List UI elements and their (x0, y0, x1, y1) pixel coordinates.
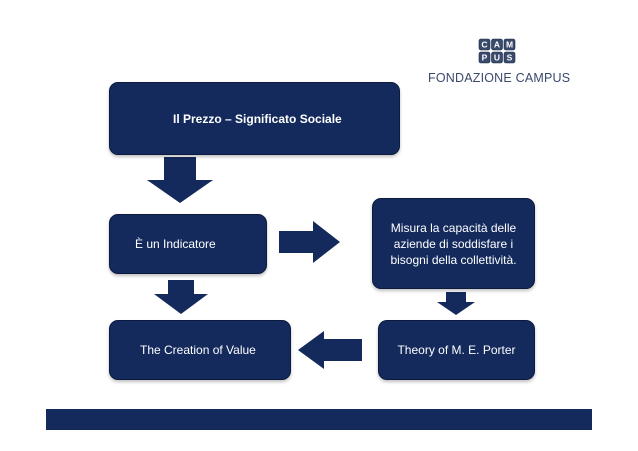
campus-logo-mark-icon: C A M P U S (478, 38, 516, 64)
box-title-label: Il Prezzo – Significato Sociale (173, 111, 342, 126)
fondazione-campus-logo: C A M P U S FONDAZIONE CAMPUS (428, 38, 578, 88)
box-porter-label: Theory of M. E. Porter (397, 343, 516, 357)
arrow-left-porter-to-creation (298, 331, 362, 369)
box-theory-porter: Theory of M. E. Porter (378, 320, 535, 380)
svg-text:U: U (494, 53, 500, 63)
logo-org-name: FONDAZIONE CAMPUS (428, 71, 571, 85)
arrow-down-title-to-indicatore (147, 157, 213, 203)
box-misura-line: bisogni della collettività. (390, 252, 517, 267)
box-misura-line: aziende di soddisfare i (393, 236, 514, 251)
box-prezzo-significato-sociale: Il Prezzo – Significato Sociale (109, 82, 400, 155)
svg-text:C: C (481, 40, 487, 50)
box-indicatore-label: È un Indicatore (135, 237, 216, 251)
svg-text:A: A (494, 40, 500, 50)
arrow-right-indicatore-to-misura (279, 221, 340, 263)
box-creation-of-value: The Creation of Value (109, 320, 291, 380)
box-misura-capacita: Misura la capacità delle aziende di sodd… (372, 198, 535, 289)
svg-text:M: M (506, 40, 513, 50)
svg-text:P: P (482, 53, 488, 63)
arrow-down-misura-to-porter (437, 292, 475, 315)
arrow-down-indicatore-to-creation (154, 280, 208, 314)
box-misura-line: Misura la capacità delle (390, 220, 517, 235)
box-creation-label: The Creation of Value (140, 343, 256, 357)
box-indicatore: È un Indicatore (109, 214, 267, 274)
svg-text:S: S (507, 53, 513, 63)
footer-bar (46, 409, 592, 430)
